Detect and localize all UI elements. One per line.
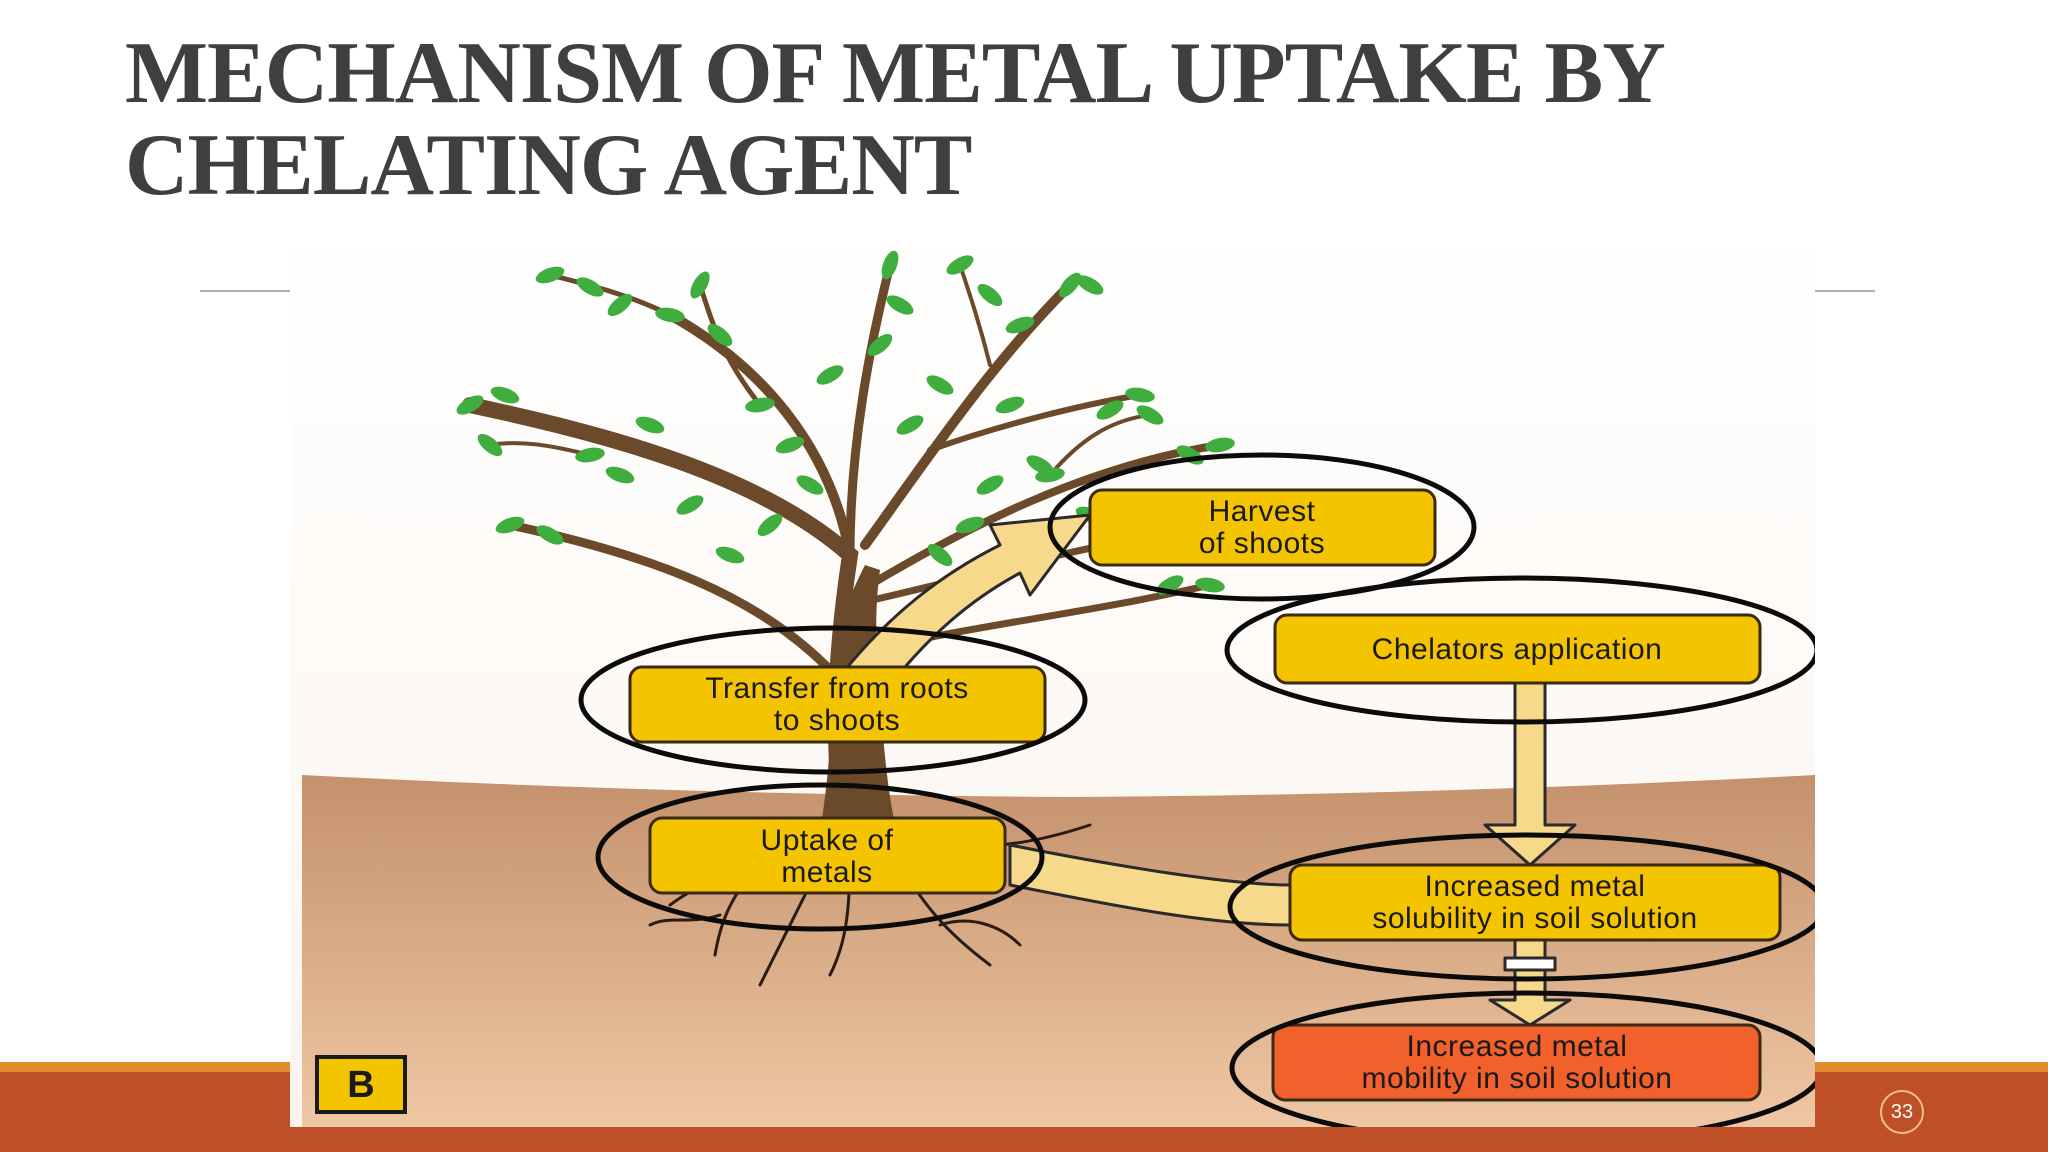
node-mobility-line-2: mobility in soil solution: [1362, 1062, 1673, 1095]
node-chelators-application: Chelators application: [1273, 613, 1762, 685]
leaf: [1195, 577, 1225, 593]
leaf: [867, 333, 893, 357]
page-number: 33: [1880, 1090, 1924, 1134]
leaf: [745, 397, 775, 413]
leaf: [816, 365, 844, 385]
root: [938, 919, 1022, 947]
tree-branch: [958, 263, 992, 367]
process-boxes: Harvest of shoots Chelators application …: [628, 488, 1782, 1102]
node-increased-metal-solubility: Increased metal solubility in soil solut…: [1288, 863, 1782, 942]
leaf: [1005, 316, 1035, 334]
leaf: [715, 546, 745, 564]
leaf: [536, 525, 564, 545]
tree-branch: [505, 520, 840, 680]
node-uptake-of-metals: Uptake of metals: [648, 816, 1007, 895]
leaf: [535, 266, 565, 284]
highlight-ellipse-uptake: [595, 782, 1045, 932]
tree-branch: [845, 260, 895, 560]
leaf: [490, 386, 520, 404]
highlight-ellipse-chelators: [1224, 575, 1815, 725]
leaf: [896, 415, 924, 435]
arrow-solubility-to-mobility: [1488, 938, 1572, 1027]
decorative-rule-right: [1815, 290, 1875, 292]
node-mobility-line-1: Increased metal: [1407, 1030, 1628, 1063]
highlight-ellipses: [578, 452, 1815, 1127]
node-solubility-line-2: solubility in soil solution: [1372, 902, 1697, 935]
leaf: [1035, 467, 1065, 483]
node-increased-metal-mobility: Increased metal mobility in soil solutio…: [1271, 1023, 1762, 1102]
leaf: [605, 466, 635, 484]
leaf: [456, 395, 484, 415]
tree-branch: [927, 392, 1143, 453]
tree-branch: [547, 272, 673, 318]
leaf: [955, 516, 985, 534]
tree-branch: [665, 310, 855, 560]
node-harvest-of-shoots: Harvest of shoots: [1088, 488, 1437, 567]
node-harvest-line-2: of shoots: [1199, 527, 1325, 560]
leaf: [926, 375, 954, 395]
leaf: [575, 447, 605, 463]
tree-branch: [860, 280, 1075, 550]
leaf: [1058, 272, 1082, 298]
leaf: [995, 396, 1025, 414]
leaf: [946, 255, 974, 275]
leaf: [635, 416, 665, 434]
node-transfer-line-2: to shoots: [774, 704, 900, 737]
leaf: [775, 436, 805, 454]
leaf: [977, 283, 1003, 307]
node-uptake-line-1: Uptake of: [761, 824, 894, 857]
leaf: [1076, 275, 1104, 295]
node-uptake-line-2: metals: [781, 856, 872, 889]
arrow-chelators-to-solubility: [1483, 673, 1577, 867]
leaf: [757, 513, 783, 537]
panel-label: B: [347, 1064, 374, 1106]
chelation-diagram: Harvest of shoots Chelators application …: [290, 225, 1815, 1127]
leaf: [796, 475, 824, 495]
node-transfer-line-1: Transfer from roots: [705, 672, 968, 705]
decorative-rule-left: [200, 290, 290, 292]
leaf: [881, 250, 899, 280]
leaf: [495, 516, 525, 534]
leaf: [607, 293, 633, 317]
highlight-ellipse-solubility: [1227, 832, 1815, 982]
slide-title: MECHANISM OF METAL UPTAKE BY CHELATING A…: [125, 28, 1925, 212]
panel-label-box: B: [315, 1055, 407, 1114]
slide-title-line-2: CHELATING AGENT: [125, 117, 972, 214]
leaf: [927, 543, 953, 567]
leaf: [690, 271, 710, 299]
leaf: [655, 307, 685, 323]
slide-title-line-1: MECHANISM OF METAL UPTAKE BY: [125, 25, 1666, 122]
root: [648, 913, 722, 927]
leaf: [576, 277, 604, 297]
highlight-ellipse-mobility: [1229, 990, 1815, 1127]
node-harvest-line-1: Harvest: [1209, 495, 1316, 528]
node-solubility-line-1: Increased metal: [1425, 870, 1646, 903]
leaf: [1125, 387, 1155, 403]
leaf: [1136, 405, 1164, 425]
leaf: [477, 433, 503, 457]
leaf: [676, 495, 704, 515]
leaf: [976, 475, 1004, 495]
node-transfer-roots-to-shoots: Transfer from roots to shoots: [628, 665, 1047, 744]
tree-illustration: [462, 260, 1284, 853]
leaf: [707, 323, 733, 347]
tree-branch: [866, 441, 1224, 589]
highlight-ellipse-harvest: [1047, 452, 1477, 602]
diagram-canvas: Harvest of shoots Chelators application …: [290, 225, 1815, 1127]
leaf: [1096, 400, 1124, 420]
tree-branch: [1048, 413, 1152, 477]
leaf: [886, 295, 914, 315]
leaf: [1205, 437, 1235, 453]
node-chelators-line-1: Chelators application: [1372, 633, 1663, 666]
highlight-ellipse-transfer: [578, 625, 1088, 775]
tree-branch: [488, 441, 592, 457]
